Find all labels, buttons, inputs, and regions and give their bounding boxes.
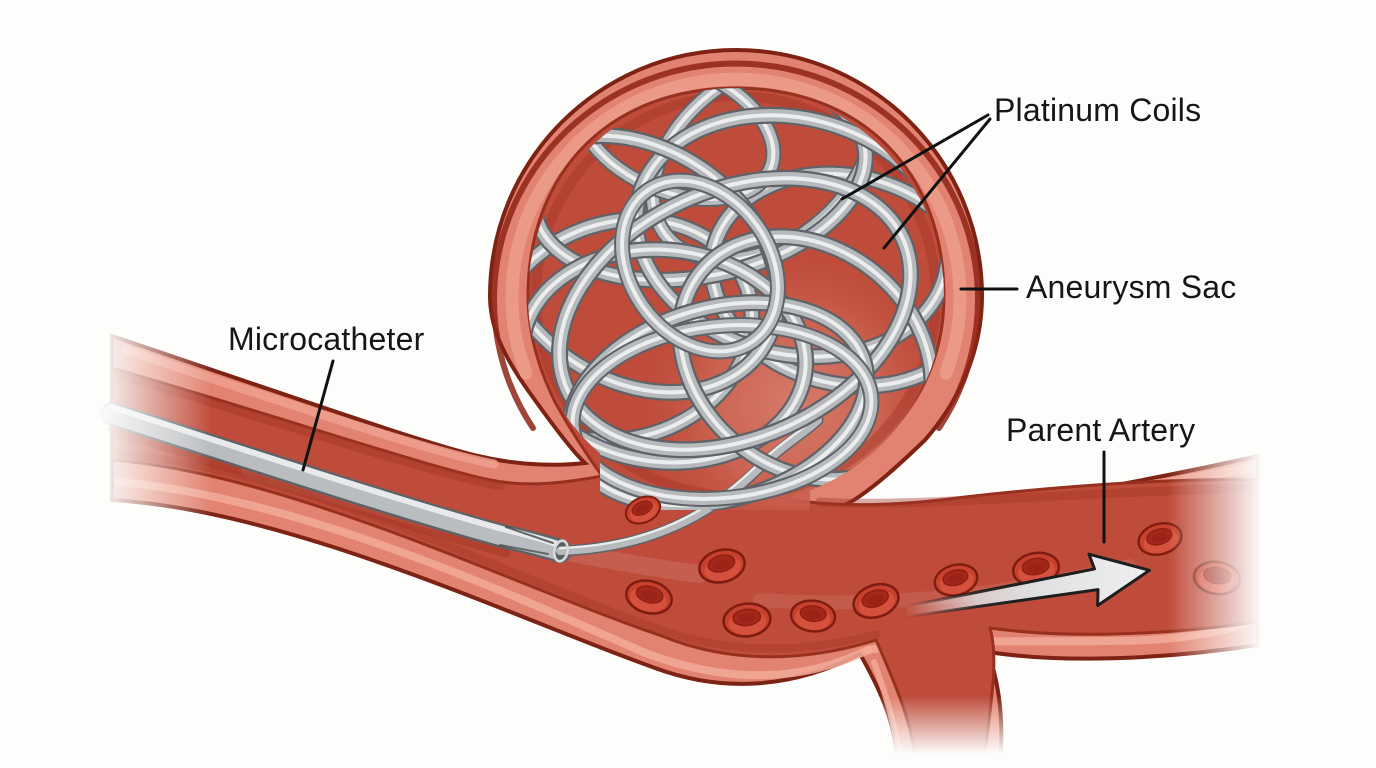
catheter-shadow xyxy=(107,425,511,558)
label-platinum-coils: Platinum Coils xyxy=(994,92,1202,128)
label-aneurysm-sac: Aneurysm Sac xyxy=(1026,269,1237,305)
label-parent-artery: Parent Artery xyxy=(1006,412,1196,448)
leader-line-microcatheter xyxy=(301,359,335,472)
artery-bottom-highlight-left xyxy=(114,478,872,680)
catheter-taper-line-2 xyxy=(499,544,549,555)
lumen-shadow-top-right xyxy=(815,483,1258,508)
microcatheter-tube xyxy=(100,402,572,563)
sac-outer-rim xyxy=(491,60,981,431)
blood-flow-arrow xyxy=(902,552,1151,619)
branch-wall-highlight xyxy=(871,659,903,763)
coil-delivery-wire xyxy=(554,414,824,557)
leader-lines xyxy=(301,113,1106,544)
sac-wall-highlight xyxy=(505,72,967,380)
leader-line-platinum-coils-1 xyxy=(840,113,990,201)
catheter-body xyxy=(102,404,570,561)
catheter-tip-ring xyxy=(553,539,569,563)
leader-line-platinum-coils-2 xyxy=(882,117,992,250)
catheter-taper-line-1 xyxy=(505,526,554,544)
artery-top-left-highlight xyxy=(121,345,499,469)
lumen-shadow-top-left xyxy=(113,369,505,491)
vessel-scene xyxy=(100,47,1260,768)
label-microcatheter: Microcatheter xyxy=(228,321,425,357)
